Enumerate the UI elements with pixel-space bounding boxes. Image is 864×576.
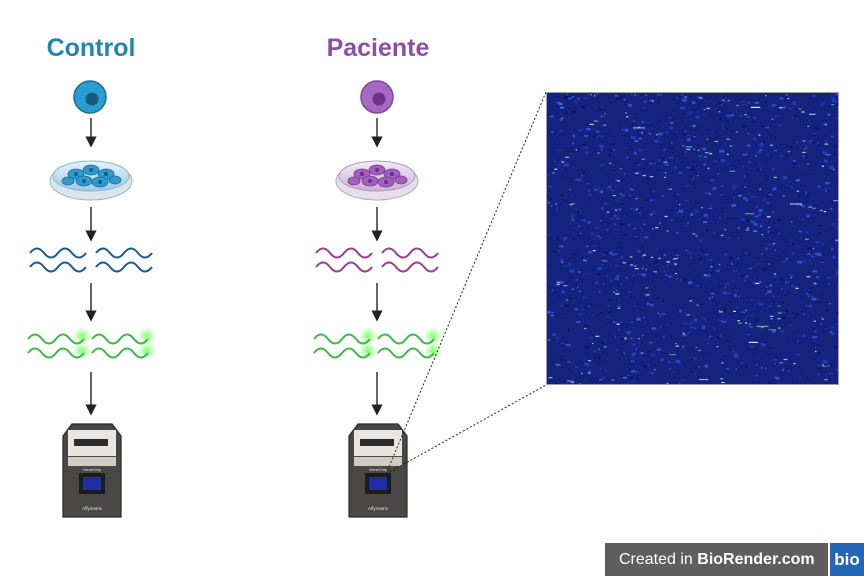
badge-text: Created in BioRender.com bbox=[605, 543, 829, 576]
cell-icon bbox=[73, 80, 107, 114]
biorender-badge[interactable]: Created in BioRender.com bio bbox=[605, 543, 864, 576]
labeled-cdna-icon bbox=[27, 327, 156, 360]
rna-strands-icon bbox=[315, 247, 439, 273]
chip-brand-label: GeneChip bbox=[83, 467, 102, 472]
zoom-guide-line bbox=[385, 91, 547, 475]
column-title-control: Control bbox=[46, 34, 136, 62]
biorender-logo: bio bbox=[830, 543, 864, 576]
control-column: GeneChip Affymetrix bbox=[27, 80, 156, 518]
labeled-cdna-icon bbox=[313, 327, 442, 360]
fluorescence-scan bbox=[547, 93, 838, 384]
rna-strands-icon bbox=[29, 247, 153, 273]
chip-maker-label: Affymetrix bbox=[82, 506, 103, 511]
culture-dish-icon bbox=[49, 160, 133, 201]
cell-icon bbox=[360, 80, 394, 114]
microarray-chip-icon: GeneChip Affymetrix bbox=[348, 423, 408, 518]
zoom-guide-line bbox=[385, 384, 547, 475]
column-title-patient: Paciente bbox=[326, 34, 430, 62]
patient-column: GeneChip Affymetrix bbox=[313, 80, 442, 518]
microarray-chip-icon: GeneChip Affymetrix bbox=[62, 423, 122, 518]
chip-brand-label: GeneChip bbox=[369, 467, 388, 472]
culture-dish-icon bbox=[335, 160, 419, 201]
badge-prefix: Created in bbox=[619, 551, 698, 568]
chip-scan-image bbox=[546, 92, 839, 385]
badge-brand: BioRender.com bbox=[697, 551, 815, 568]
chip-maker-label: Affymetrix bbox=[368, 506, 389, 511]
